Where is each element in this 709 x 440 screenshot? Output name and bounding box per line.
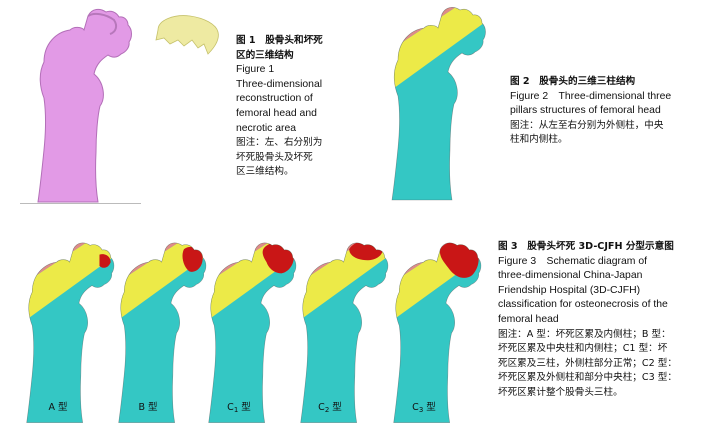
fig1-title-cn-line2: 区的三维结构 [236, 49, 294, 61]
fig2-central-pillar [392, 7, 486, 104]
fig1-femur-model [37, 8, 132, 203]
fig3-necrosis-a [99, 254, 111, 268]
fig3-note-line: 坏死区累及中央柱和内侧柱；C1 型：坏 [498, 343, 668, 355]
fig1-necrotic-area-body [155, 15, 219, 55]
fig3-title-en-line: three-dimensional China-Japan [498, 270, 643, 282]
fig3-type-label-c3: C3 型 [412, 402, 436, 414]
fig3-necrosis-c3 [439, 242, 479, 278]
fig3-note-line: 图注：A 型：坏死区累及内侧柱；B 型： [498, 328, 671, 340]
fig3-type-label-c2: C2 型 [318, 402, 342, 414]
fig1-baseline [20, 203, 141, 204]
fig3-note-line: 坏死区累计整个股骨头三柱。 [498, 386, 623, 398]
fig1-title-en-line: femoral head and [236, 107, 317, 119]
fig1-note-line: 坏死股骨头及坏死 [236, 151, 313, 163]
fig3-type-label-b: B 型 [138, 402, 158, 413]
fig1-note-line: 区三维结构。 [236, 166, 294, 178]
fig2-note-line: 柱和内侧柱。 [510, 134, 568, 146]
fig3-title-en-line: Friendship Hospital (3D-CJFH) [498, 284, 641, 296]
fig2-title-cn: 图 2 股骨头的三维三柱结构 [510, 76, 636, 87]
fig3-type-label-a: A 型 [48, 402, 68, 413]
fig1-note-line: 图注：左、右分别为 [236, 137, 323, 149]
fig2-title-en-line: Figure 2 Three-dimensional three [510, 90, 672, 102]
fig3-model-b [118, 242, 207, 424]
fig1-necrotic-surface [87, 12, 118, 35]
fig3-note-line: 死区累及三柱，外侧柱部分正常；C2 型： [498, 357, 677, 369]
fig3-title-en-line: classification for osteonecrosis of the [498, 299, 668, 311]
fig3-title-en-line: femoral head [498, 313, 559, 325]
fig2-note-line: 图注：从左至右分别为外侧柱，中央 [510, 119, 664, 131]
fig2-title-en-line: pillars structures of femoral head [510, 105, 661, 117]
fig3-title-en-line: Figure 3 Schematic diagram of [498, 255, 647, 267]
fig3-model-a [26, 242, 115, 424]
fig3-model-c1 [208, 242, 297, 424]
fig3-model-c2 [300, 242, 389, 424]
fig3-model-c3 [393, 242, 482, 424]
fig1-title-en-line: Three-dimensional [236, 78, 323, 90]
fig3-necrosis-c1 [262, 242, 294, 274]
fig1-title-en-line: reconstruction of [236, 93, 313, 105]
fig3-note-line: 坏死区累及外侧柱和部分中央柱；C3 型： [498, 372, 677, 384]
fig3-central-pillar [26, 242, 114, 334]
fig1-femur-body [38, 9, 132, 202]
fig3-title-cn: 图 3 股骨头坏死 3D-CJFH 分型示意图 [498, 241, 674, 252]
fig1-necrotic-area-model [155, 15, 219, 55]
fig3-type-label-c1: C1 型 [227, 402, 251, 414]
fig1-title-en-line: Figure 1 [236, 64, 275, 76]
fig1-title-cn-line1: 图 1 股骨头和坏死 [236, 35, 323, 46]
fig2-three-pillar-model [391, 6, 486, 201]
fig3-necrosis-b [182, 246, 203, 272]
fig1-title-en-line: necrotic area [236, 122, 297, 134]
